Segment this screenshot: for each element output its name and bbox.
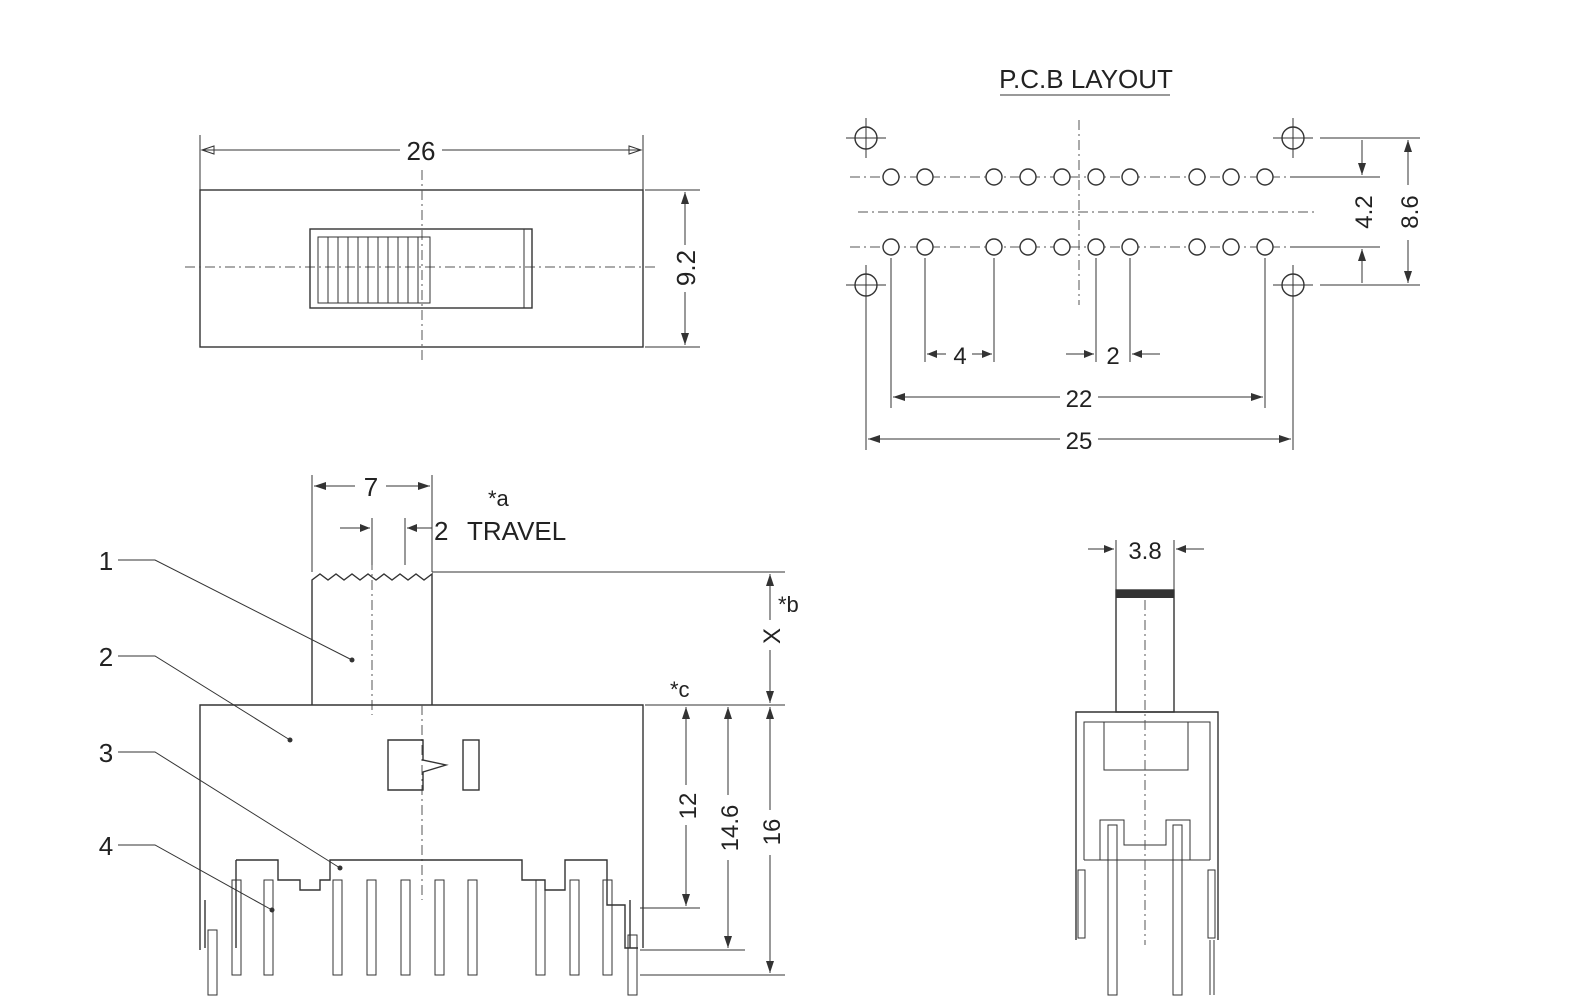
note-b: *b — [778, 592, 799, 617]
dim-22: 22 — [1066, 386, 1093, 413]
pins — [207, 879, 638, 996]
note-a: *a — [488, 486, 510, 511]
dim-2: 2 — [1106, 343, 1119, 370]
pcb-mounting-holes — [846, 118, 1313, 305]
dim-3-8: 3.8 — [1128, 538, 1161, 565]
dim-4-2: 4.2 — [1351, 195, 1378, 228]
top-view: 26 9.2 — [185, 135, 701, 360]
slider-knob — [309, 228, 533, 309]
dim-25: 25 — [1066, 428, 1093, 455]
callout-leaders — [118, 559, 353, 911]
pcb-layout-title: P.C.B LAYOUT — [999, 64, 1173, 94]
dim-16: 16 — [759, 819, 786, 846]
side-view: 1 2 3 4 7 *a 2 TRAVEL X *b *c — [99, 472, 799, 996]
dim-8-6: 8.6 — [1397, 195, 1424, 228]
dim-26: 26 — [407, 136, 436, 166]
dim-7: 7 — [364, 472, 378, 502]
actuator — [311, 572, 433, 705]
dim-4: 4 — [953, 343, 966, 370]
end-body — [1075, 711, 1219, 940]
pcb-layout: P.C.B LAYOUT — [846, 64, 1424, 455]
dim-x: X — [759, 628, 786, 644]
callout-3: 3 — [99, 738, 113, 768]
end-pins — [1077, 824, 1216, 996]
pcb-pin-holes — [882, 168, 1274, 256]
note-c: *c — [670, 677, 690, 702]
end-view: 3.8 — [1075, 538, 1219, 996]
base — [236, 859, 638, 949]
callout-4: 4 — [99, 831, 113, 861]
dim-14-6: 14.6 — [717, 805, 744, 852]
callout-2: 2 — [99, 642, 113, 672]
travel-label: TRAVEL — [467, 516, 566, 546]
travel-value: 2 — [434, 516, 448, 546]
callout-1: 1 — [99, 546, 113, 576]
dim-9-2: 9.2 — [671, 250, 701, 286]
dim-12: 12 — [675, 793, 702, 820]
